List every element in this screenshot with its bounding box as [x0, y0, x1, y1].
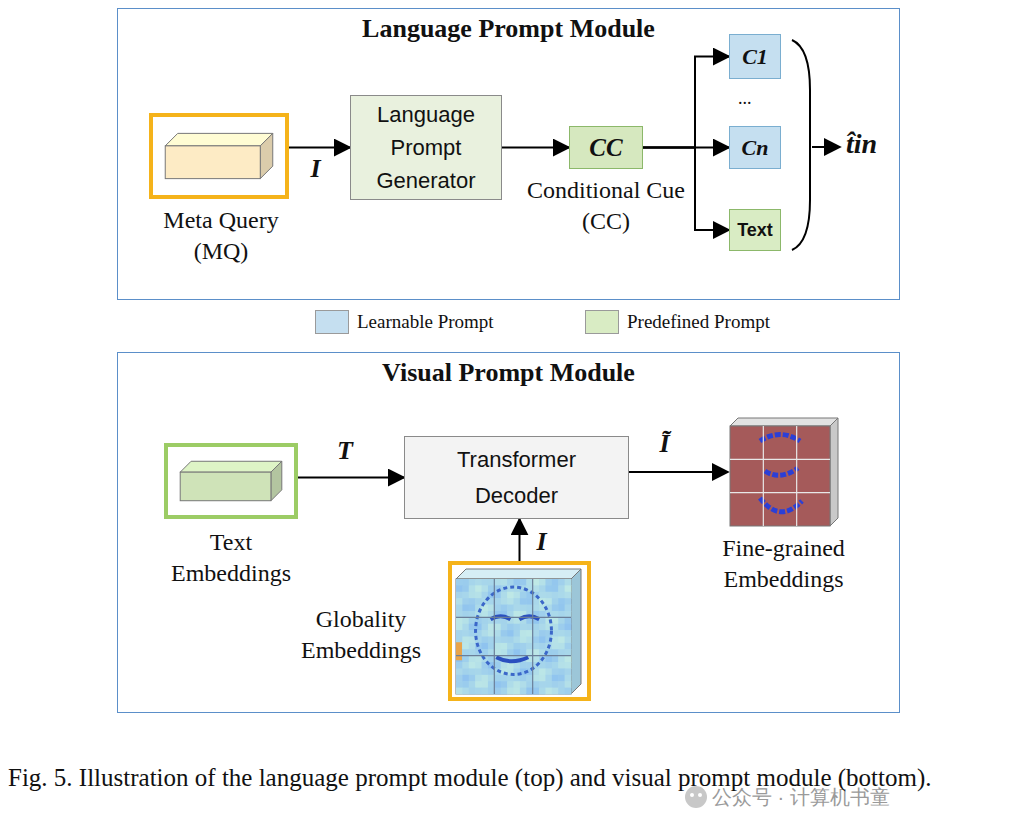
- grid-lines: [730, 426, 830, 526]
- node-caption: Meta Query (MQ): [141, 205, 301, 267]
- grid-lines: [456, 579, 571, 694]
- legend-label: Predefined Prompt: [627, 311, 770, 333]
- edge-label: T: [335, 437, 355, 466]
- node-caption: Fine-grained Embeddings: [701, 533, 866, 595]
- legend-swatch: [585, 310, 619, 334]
- connector: [289, 147, 350, 149]
- process-box: Transformer Decoder: [404, 436, 629, 519]
- edge-label: Ĩ: [657, 430, 671, 459]
- cube: [180, 461, 282, 500]
- shape-label: CC: [589, 134, 622, 162]
- edge-label: I: [308, 155, 322, 184]
- predefined-prompt: Text: [729, 209, 781, 251]
- feature-strokes: [760, 435, 802, 512]
- ellipsis: ...: [738, 88, 752, 109]
- process-box: Language Prompt Generator: [350, 95, 502, 200]
- feature-block: Fine-grained Embeddings: [701, 413, 866, 598]
- connector: [502, 147, 569, 149]
- connector: [629, 471, 728, 473]
- legend-item: Learnable Prompt: [315, 310, 494, 334]
- box-label: Transformer Decoder: [432, 442, 602, 514]
- cube: [730, 418, 838, 526]
- panel-title: Visual Prompt Module: [118, 358, 899, 388]
- cube: [165, 133, 273, 178]
- shape: [728, 416, 840, 528]
- output-arrow: [812, 146, 840, 148]
- legend-swatch: [315, 310, 349, 334]
- node-caption: Globality Embeddings: [281, 604, 441, 666]
- illustration: [153, 117, 285, 195]
- edge-label: I: [534, 528, 548, 557]
- box-label: Language Prompt Generator: [356, 98, 496, 197]
- shape: [448, 561, 591, 701]
- connector: [298, 477, 404, 479]
- figure-caption: Fig. 5. Illustration of the language pro…: [8, 760, 1008, 796]
- node-caption: Conditional Cue (CC): [526, 175, 686, 237]
- illustration: [452, 565, 587, 697]
- shape: [164, 443, 298, 519]
- cue-block: CC Conditional Cue (CC): [526, 123, 686, 251]
- box-label: Text: [737, 220, 773, 241]
- legend-label: Learnable Prompt: [357, 311, 494, 333]
- input-block: Meta Query (MQ): [141, 109, 301, 259]
- module-panel: Language Prompt ModuleMeta Query (MQ) Lan…: [117, 8, 900, 300]
- box-label: C1: [742, 44, 768, 70]
- legend-item: Predefined Prompt: [585, 310, 770, 334]
- learnable-prompt: C1: [729, 34, 781, 79]
- illustration: [168, 447, 294, 515]
- input-block: Text Embeddings: [151, 441, 311, 593]
- module-panel: Visual Prompt ModuleText Embeddings Trans…: [117, 352, 900, 713]
- connector: [643, 57, 729, 148]
- heatmap: [456, 579, 572, 695]
- panel-title: Language Prompt Module: [118, 14, 899, 44]
- output-symbol: t̂in: [846, 128, 877, 160]
- connector: [519, 519, 521, 561]
- shape: [149, 113, 289, 199]
- cube: [456, 569, 581, 694]
- shape: CC: [569, 126, 643, 169]
- illustration: [728, 416, 840, 528]
- box-label: Cn: [742, 135, 769, 161]
- node-caption: Text Embeddings: [151, 527, 311, 589]
- feature-block: Globality Embeddings: [281, 559, 593, 703]
- learnable-prompt: Cn: [729, 126, 781, 169]
- brace: [792, 40, 810, 250]
